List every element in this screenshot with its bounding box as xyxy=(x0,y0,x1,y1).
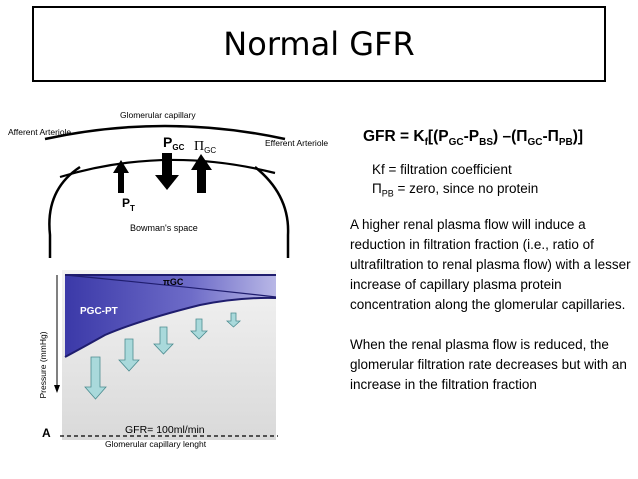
definition-kf: Kf = filtration coefficient xyxy=(372,162,512,177)
paragraph-high-flow: A higher renal plasma flow will induce a… xyxy=(350,217,631,312)
bowman-capsule-outline xyxy=(48,165,290,258)
gfr-diagram: Glomerular capillary Afferent Arteriole … xyxy=(8,110,328,449)
pi-gc-label: ΠGC xyxy=(194,139,216,155)
capillary-upper-wall xyxy=(44,124,286,141)
paragraph-low-flow: When the renal plasma flow is reduced, t… xyxy=(350,337,627,392)
pgc-down-arrow xyxy=(155,153,179,190)
definitions: Kf = filtration coefficient ΠPB = zero, … xyxy=(372,160,538,204)
y-axis-label: Pressure (mmHg) xyxy=(38,331,48,398)
bowmans-space-label: Bowman's space xyxy=(130,223,198,233)
pt-up-arrow xyxy=(113,160,129,193)
pi-gc-curve-label: πGC xyxy=(163,277,184,287)
p-gc-pt-label: PGC-PT xyxy=(80,306,118,317)
pt-upper-curve xyxy=(64,274,277,298)
explanation-text: A higher renal plasma flow will induce a… xyxy=(350,215,635,415)
title-box: Normal GFR xyxy=(32,6,606,82)
filtration-arrow-4 xyxy=(190,318,208,340)
afferent-arteriole-label: Afferent Arteriole xyxy=(8,127,71,137)
filtration-arrow-2 xyxy=(118,338,140,372)
pi-gc-curve xyxy=(64,296,277,358)
panel-letter: A xyxy=(42,426,51,440)
gfr-formula: GFR = Kf[(PGC-PBS) –(ΠGC-ΠPB)] xyxy=(363,128,584,149)
net-filtration-area xyxy=(65,275,276,357)
y-axis-arrow xyxy=(54,275,60,393)
filtration-arrow-3 xyxy=(153,326,174,355)
glomerular-capillary-label: Glomerular capillary xyxy=(120,110,196,120)
p-gc-label: PGC xyxy=(163,134,185,152)
pigc-up-arrow xyxy=(191,154,212,193)
x-axis-label: Glomerular capillary lenght xyxy=(105,439,207,449)
slide-title: Normal GFR xyxy=(223,25,415,63)
p-t-label: PT xyxy=(122,196,135,213)
gfr-value-label: GFR= 100ml/min xyxy=(125,424,205,436)
definition-pi-pb: ΠPB = zero, since no protein xyxy=(372,181,539,199)
filtration-arrow-5 xyxy=(225,312,242,328)
efferent-arteriole-label: Efferent Arteriole xyxy=(265,138,328,148)
filtration-arrow-1 xyxy=(84,356,107,400)
